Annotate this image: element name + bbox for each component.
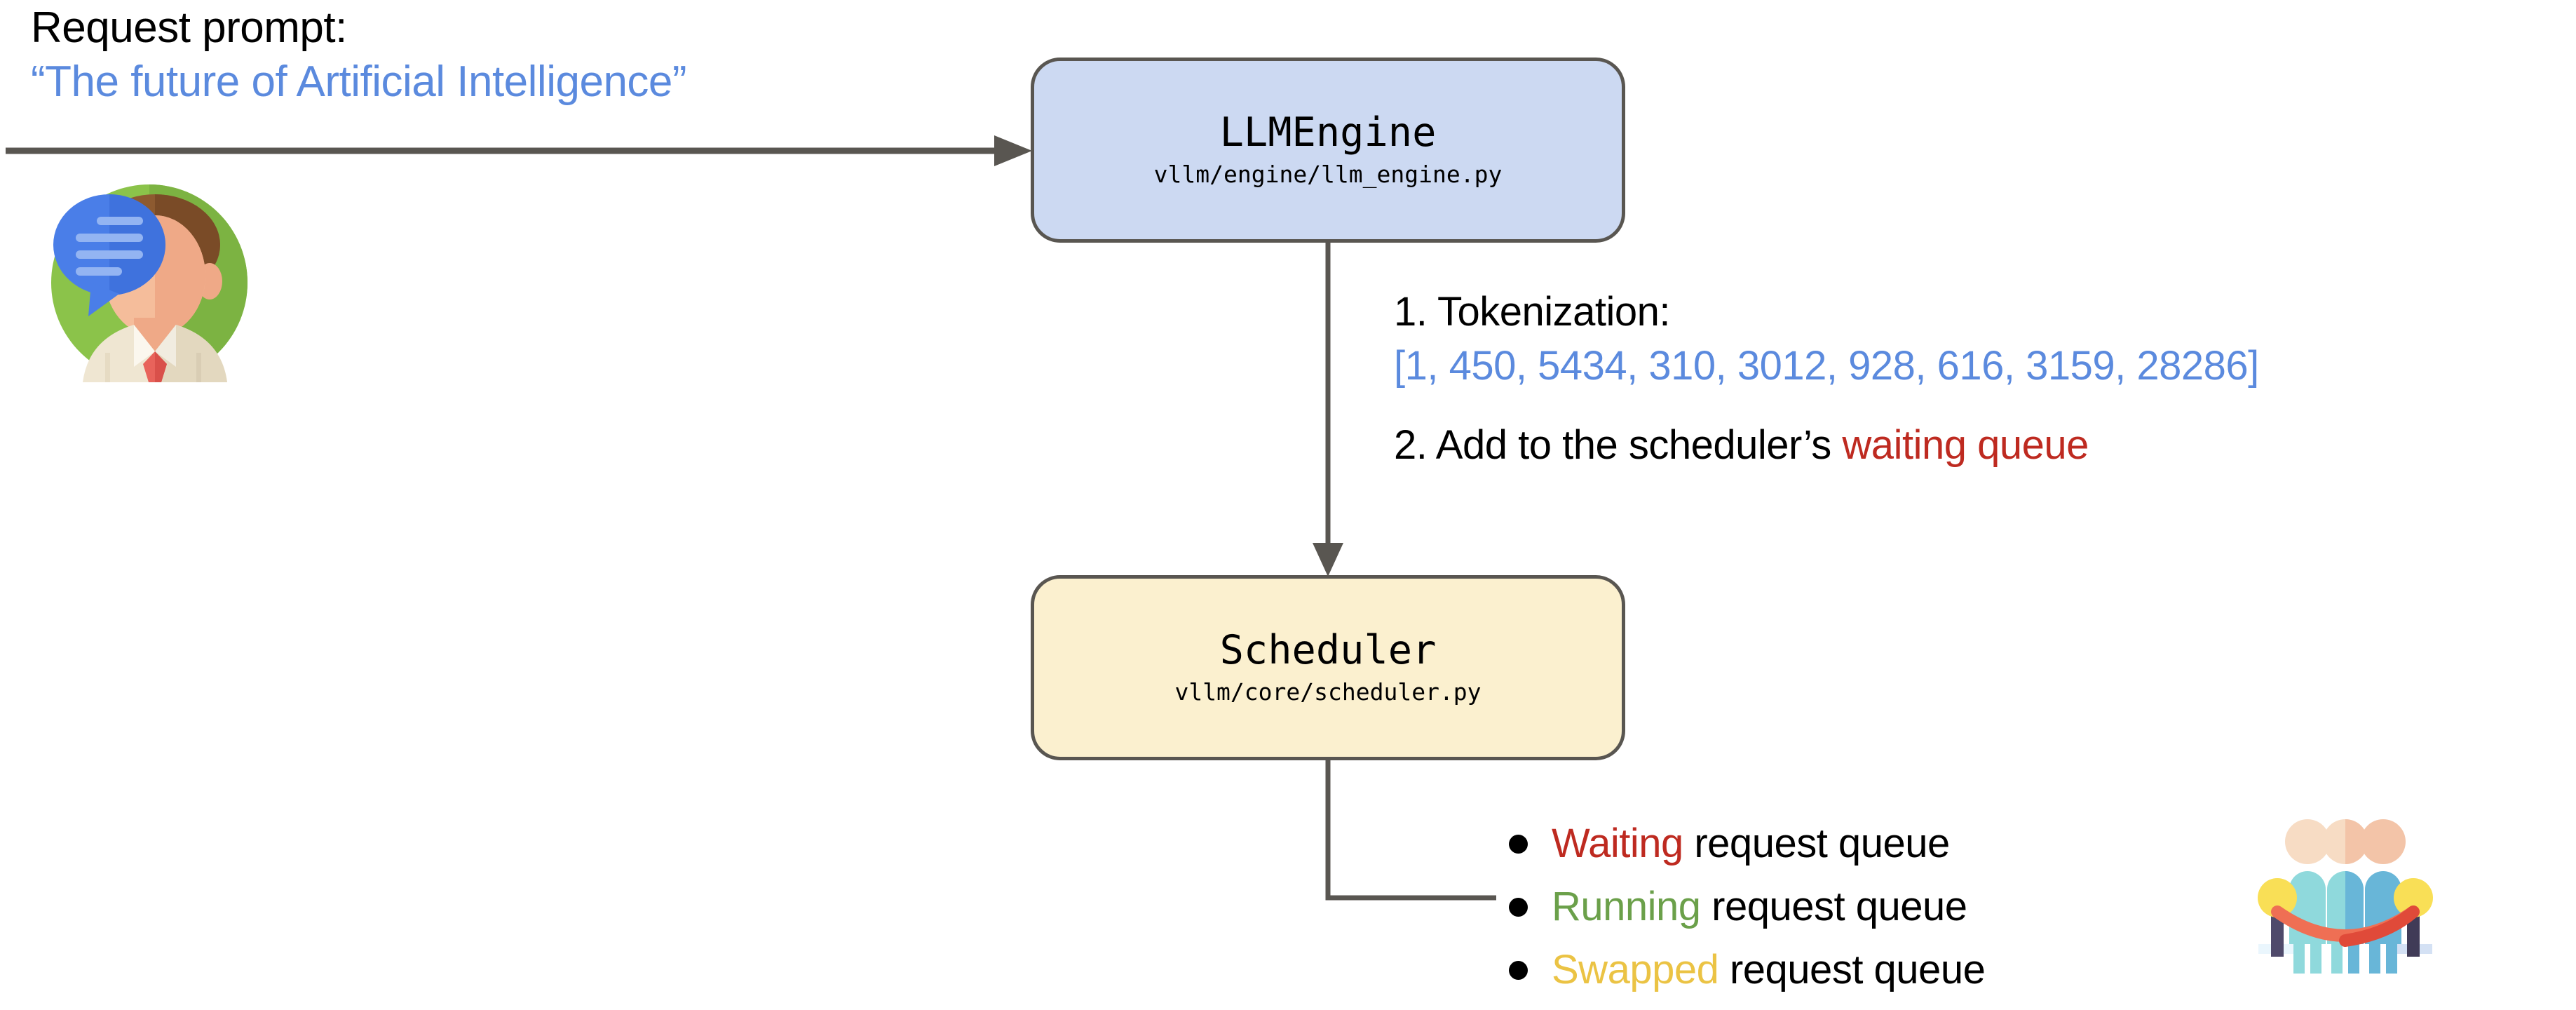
request-prompt-block: Request prompt: “The future of Artificia… bbox=[31, 1, 1026, 109]
prompt-to-engine-arrow bbox=[6, 135, 1032, 166]
step-1-tokenization-label: 1. Tokenization: bbox=[1394, 289, 1670, 335]
scheduler-title: Scheduler bbox=[1219, 627, 1437, 673]
bullet-icon bbox=[1509, 960, 1528, 980]
bullet-icon bbox=[1509, 897, 1528, 917]
scheduler-subtitle: vllm/core/scheduler.py bbox=[1174, 678, 1482, 706]
steps-spacer bbox=[1394, 394, 2576, 419]
people-waiting-in-line-icon bbox=[2258, 819, 2433, 974]
llm-engine-subtitle: vllm/engine/llm_engine.py bbox=[1153, 161, 1503, 188]
step-2-waiting-queue-keyword: waiting queue bbox=[1842, 422, 2089, 468]
queue-keyword: Swapped bbox=[1552, 947, 1719, 992]
list-item[interactable]: Running request queue bbox=[1509, 875, 2245, 938]
llm-engine-title: LLMEngine bbox=[1219, 109, 1437, 156]
queue-keyword: Waiting bbox=[1552, 821, 1683, 866]
queue-label: Waiting request queue bbox=[1552, 822, 1950, 866]
step-2-prefix-text: 2. Add to the scheduler’s bbox=[1394, 422, 1843, 468]
list-item[interactable]: Waiting request queue bbox=[1509, 812, 2245, 875]
queue-keyword: Running bbox=[1552, 884, 1701, 929]
step-1-token-ids: [1, 450, 5434, 310, 3012, 928, 616, 3159… bbox=[1394, 343, 2259, 389]
queue-suffix: request queue bbox=[1683, 821, 1950, 866]
bullet-icon bbox=[1509, 834, 1528, 854]
step-2-add-to-waiting-queue: 2. Add to the scheduler’s waiting queue bbox=[1394, 419, 2576, 471]
queue-suffix: request queue bbox=[1719, 947, 1986, 992]
llm-engine-node[interactable]: LLMEngine vllm/engine/llm_engine.py bbox=[1031, 58, 1625, 243]
scheduler-queue-list: Waiting request queue Running request qu… bbox=[1509, 812, 2245, 1002]
scheduler-node[interactable]: Scheduler vllm/core/scheduler.py bbox=[1031, 575, 1625, 760]
queue-suffix: request queue bbox=[1700, 884, 1967, 929]
request-prompt-value: “The future of Artificial Intelligence” bbox=[31, 58, 687, 106]
queue-label: Running request queue bbox=[1552, 885, 1967, 929]
scheduler-to-queues-connector bbox=[1325, 760, 1496, 901]
step-annotations-block: 1. Tokenization: [1, 450, 5434, 310, 301… bbox=[1394, 286, 2576, 471]
queue-label: Swapped request queue bbox=[1552, 947, 1986, 992]
engine-to-scheduler-arrow bbox=[1313, 243, 1343, 577]
request-prompt-label: Request prompt: bbox=[31, 4, 347, 52]
list-item[interactable]: Swapped request queue bbox=[1509, 938, 2245, 1002]
user-avatar-with-speech-bubble-icon bbox=[51, 184, 248, 382]
